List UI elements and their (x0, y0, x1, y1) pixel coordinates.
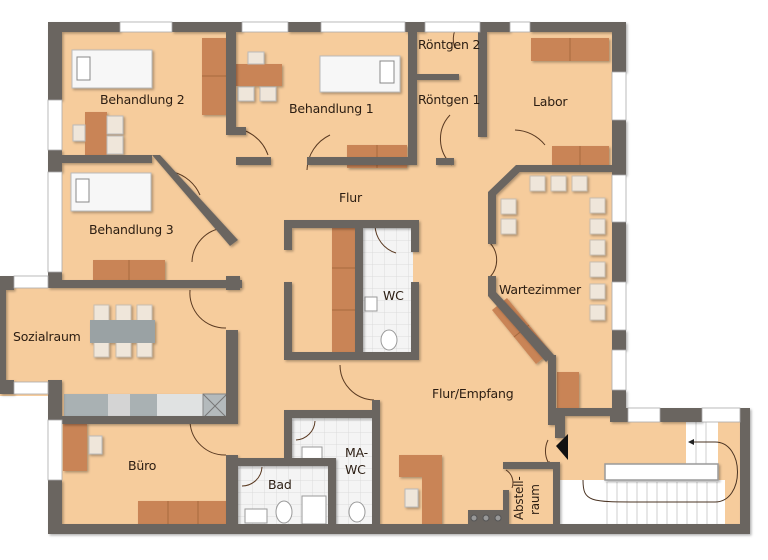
room-label-sozialraum: Sozialraum (13, 329, 81, 344)
room-label-flur-empfang: Flur/Empfang (432, 386, 514, 401)
room-label-abstellraum-line2: raum (528, 484, 542, 515)
desk (85, 112, 107, 157)
wc-sink (364, 296, 378, 312)
cabinet (557, 372, 579, 410)
reception-counter (399, 455, 442, 525)
room-label-behandlung-1: Behandlung 1 (289, 101, 374, 116)
room-label-roentgen-1: Röntgen 1 (418, 92, 481, 107)
ma-wc-toilet (348, 501, 366, 523)
room-label-abstellraum-line1: Abstell- (512, 476, 526, 520)
room-label-buero: Büro (128, 458, 157, 473)
dining-table (90, 320, 155, 343)
wardrobe (332, 227, 355, 352)
stair-landing-rail (604, 463, 719, 481)
room-label-behandlung-3: Behandlung 3 (89, 222, 174, 237)
room-label-behandlung-2: Behandlung 2 (100, 92, 185, 107)
bad-toilet (275, 500, 293, 524)
room-label-ma-wc-line2: WC (345, 462, 366, 477)
room-label-bad: Bad (268, 477, 292, 492)
wc-toilet (380, 329, 398, 351)
room-label-labor: Labor (533, 94, 568, 109)
entrance-arrow-icon (556, 434, 568, 460)
room-label-roentgen-2: Röntgen 2 (418, 37, 481, 52)
desk (236, 64, 282, 86)
staircase (560, 422, 738, 525)
room-label-ma-wc-line1: MA- (345, 445, 368, 460)
bollards (470, 514, 502, 522)
room-label-flur: Flur (339, 190, 362, 205)
walls (0, 22, 750, 534)
cabinet (138, 501, 227, 525)
ma-wc-sink (301, 446, 323, 460)
bad-shower (301, 495, 327, 525)
windows (13, 21, 741, 481)
desk (63, 423, 87, 471)
bad-sink (244, 508, 268, 524)
room-label-wc: WC (383, 288, 404, 303)
stair-direction-arrow-icon (688, 439, 694, 445)
room-label-wartezimmer: Wartezimmer (499, 282, 581, 297)
